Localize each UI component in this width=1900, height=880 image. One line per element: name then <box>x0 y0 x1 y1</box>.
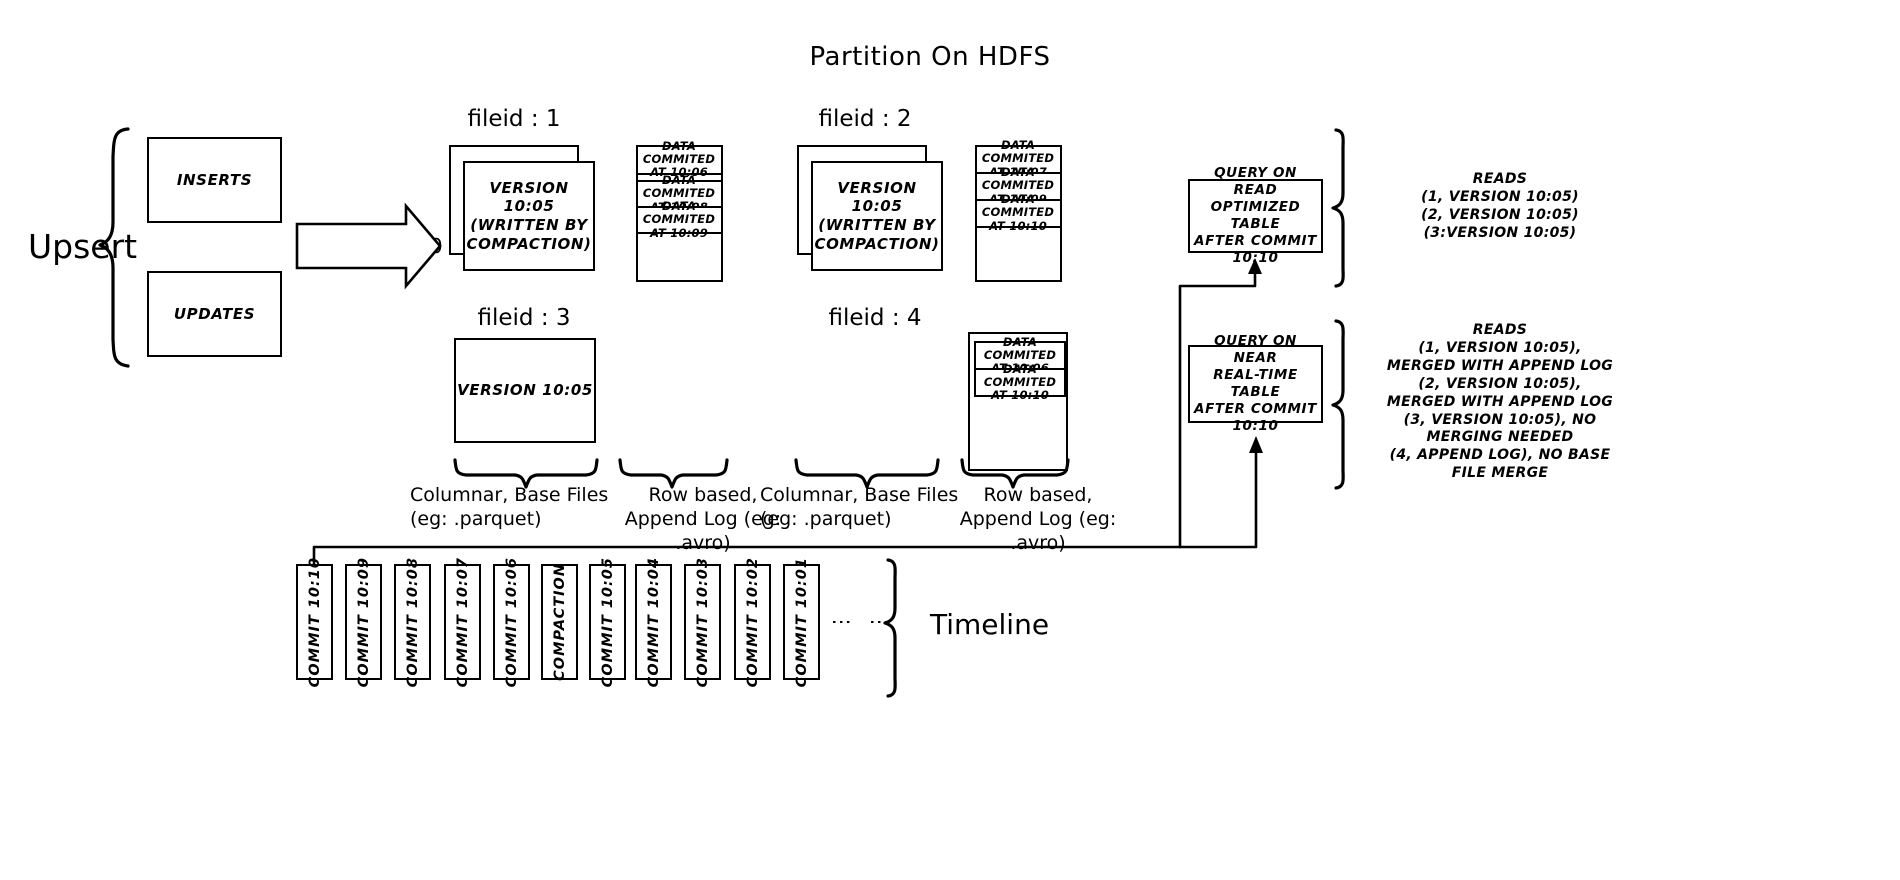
timeline-item-label: COMPACTION <box>551 563 568 681</box>
inserts-box: INSERTS <box>147 137 282 223</box>
arrowhead-near-realtime <box>1249 436 1263 453</box>
brace-reads-near-realtime <box>1331 319 1345 490</box>
updates-box: UPDATES <box>147 271 282 357</box>
brace-columnar-left <box>453 458 599 489</box>
timeline-item-compaction[interactable]: COMPACTION <box>541 563 578 681</box>
timeline-item-label: COMMIT 10:05 <box>599 556 616 688</box>
timeline-item-label: COMMIT 10:06 <box>503 556 520 688</box>
fileid-4-log-container: DATA COMMITED AT 10:06 DATA COMMITED AT … <box>968 332 1068 471</box>
query-read-optimized-text: QUERY ON READ OPTIMIZED TABLE AFTER COMM… <box>1194 165 1317 266</box>
timeline-item[interactable]: COMMIT 10:08 <box>394 557 431 687</box>
fileid-3-label: fileid : 3 <box>477 305 571 331</box>
caption-columnar-right: Columnar, Base Files (eg: .parquet) <box>760 484 959 530</box>
brace-reads-read-optimized <box>1331 128 1345 288</box>
timeline-item[interactable]: COMMIT 10:04 <box>635 557 672 687</box>
fileid-1-label: fileid : 1 <box>467 106 561 132</box>
timeline-item[interactable]: COMMIT 10:01 <box>783 557 820 687</box>
fileid-3-base-text: VERSION 10:05 <box>457 381 593 400</box>
timeline-item[interactable]: COMMIT 10:05 <box>589 557 626 687</box>
fileid-2-label: fileid : 2 <box>818 106 912 132</box>
log-entry: DATA COMMITED AT 10:10 <box>974 362 1066 402</box>
commit-arrow-label: Commit 10:10 <box>300 234 443 258</box>
fileid-4-label: fileid : 4 <box>828 305 922 331</box>
query-near-realtime-text: QUERY ON NEAR REAL-TIME TABLE AFTER COMM… <box>1194 333 1317 434</box>
timeline-label: Timeline <box>930 608 1050 641</box>
page-title: Partition On HDFS <box>809 42 1051 72</box>
timeline-item-label: COMMIT 10:10 <box>306 556 323 688</box>
inserts-label: INSERTS <box>176 170 253 189</box>
timeline-item[interactable]: COMMIT 10:02 <box>734 557 771 687</box>
timeline-item-label: COMMIT 10:02 <box>744 556 761 688</box>
fileid-3-base-box: VERSION 10:05 <box>454 338 596 443</box>
log-entry-text: DATA COMMITED AT 10:10 <box>983 361 1057 403</box>
brace-columnar-right <box>794 458 940 489</box>
log-entry: DATA COMMITED AT 10:09 <box>635 200 723 239</box>
fileid-1-log-container: DATA COMMITED AT 10:06 DATA COMMITED AT … <box>635 139 723 282</box>
log-entry-text: DATA COMMITED AT 10:06 <box>642 138 716 180</box>
timeline-ellipsis: ⋮ <box>868 612 892 635</box>
timeline-item-label: COMMIT 10:07 <box>454 556 471 688</box>
fileid-2-base-text: VERSION 10:05 (WRITTEN BY COMPACTION) <box>814 178 940 253</box>
timeline-item[interactable]: COMMIT 10:09 <box>345 557 382 687</box>
reads-near-realtime: READS (1, VERSION 10:05), MERGED WITH AP… <box>1386 322 1614 482</box>
timeline-item-label: COMMIT 10:01 <box>793 556 810 688</box>
timeline-item[interactable]: COMMIT 10:06 <box>493 557 530 687</box>
fileid-2-base-front: VERSION 10:05 (WRITTEN BY COMPACTION) <box>811 161 943 271</box>
fileid-1-base-front: VERSION 10:05 (WRITTEN BY COMPACTION) <box>463 161 595 271</box>
timeline-ellipsis: ⋮ <box>830 612 854 635</box>
timeline-item[interactable]: COMMIT 10:03 <box>684 557 721 687</box>
timeline-item-label: COMMIT 10:04 <box>645 556 662 688</box>
timeline-item-label: COMMIT 10:09 <box>355 556 372 688</box>
query-read-optimized-box: QUERY ON READ OPTIMIZED TABLE AFTER COMM… <box>1188 165 1323 266</box>
timeline-item-label: COMMIT 10:08 <box>404 556 421 688</box>
caption-columnar-left: Columnar, Base Files (eg: .parquet) <box>410 484 609 530</box>
log-entry-text: DATA COMMITED AT 10:10 <box>981 192 1055 233</box>
timeline-item-label: COMMIT 10:03 <box>694 556 711 688</box>
fileid-2-log-container: DATA COMMITED AT 10:07 DATA COMMITED AT … <box>974 139 1062 282</box>
reads-read-optimized: READS (1, VERSION 10:05) (2, VERSION 10:… <box>1421 171 1579 241</box>
connector-timeline-to-near-realtime <box>1178 449 1258 549</box>
timeline-item[interactable]: COMMIT 10:10 <box>296 557 333 687</box>
caption-rowlog-right: Row based, Append Log (eg: .avro) <box>959 484 1117 554</box>
upsert-label: Upsert <box>28 227 138 266</box>
query-near-realtime-box: QUERY ON NEAR REAL-TIME TABLE AFTER COMM… <box>1188 333 1323 434</box>
updates-label: UPDATES <box>173 304 256 323</box>
fileid-1-base-text: VERSION 10:05 (WRITTEN BY COMPACTION) <box>466 178 592 253</box>
log-entry: DATA COMMITED AT 10:06 <box>635 139 723 179</box>
log-entry-text: DATA COMMITED AT 10:09 <box>642 199 716 240</box>
timeline-item[interactable]: COMMIT 10:07 <box>444 557 481 687</box>
brace-rowlog-left <box>618 458 729 489</box>
log-entry: DATA COMMITED AT 10:10 <box>974 193 1062 232</box>
